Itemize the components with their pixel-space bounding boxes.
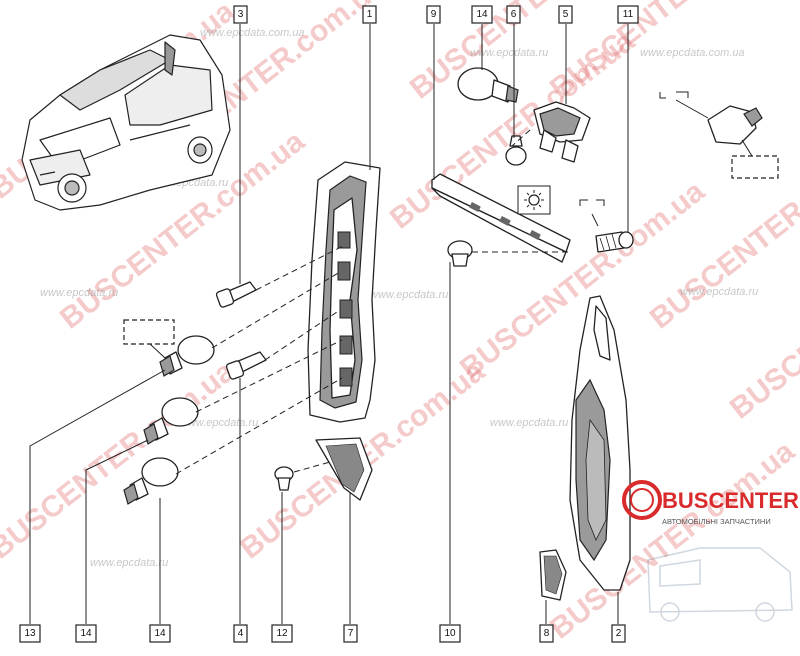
logo-subtitle: АВТОМОБІЛЬНІ ЗАПЧАСТИНИ	[662, 517, 771, 526]
reference-corner-mark	[579, 199, 605, 206]
clip-12[interactable]	[274, 466, 294, 491]
screw-11[interactable]	[595, 231, 634, 253]
callout-8[interactable]: 8	[539, 624, 554, 643]
bulb-14-top[interactable]	[457, 67, 519, 103]
watermark-epcdata-ua: www.epcdata.com.ua	[200, 27, 305, 39]
vehicle-illustration	[21, 34, 231, 211]
watermark-epcdata: www.epcdata.ru	[470, 47, 548, 59]
svg-text:9: 9	[431, 9, 437, 20]
assembly-dashed-lines-left	[175, 244, 346, 475]
svg-text:12: 12	[276, 628, 288, 639]
watermark-epcdata-ua: www.epcdata.com.ua	[640, 47, 745, 59]
rear-lamp-housing-right[interactable]	[569, 295, 631, 591]
reference-leader	[675, 99, 709, 119]
screw-bolt-4[interactable]	[225, 351, 267, 380]
assembly-dashed-line	[511, 129, 531, 147]
watermark-epcdata: www.epcdata.ru	[40, 287, 118, 299]
reference-leader	[741, 139, 753, 157]
rear-lamp-housing[interactable]	[307, 161, 381, 423]
callout-14-top[interactable]: 14	[471, 5, 493, 24]
callout-leaders	[29, 24, 629, 624]
reflector-cover-8[interactable]	[539, 549, 567, 601]
svg-text:6: 6	[511, 9, 517, 20]
watermark-epcdata: www.epcdata.ru	[490, 417, 568, 429]
callout-13[interactable]: 13	[19, 624, 41, 643]
bulb-right[interactable]	[707, 105, 763, 145]
reference-dashed-box	[731, 155, 779, 179]
callout-3[interactable]: 3	[233, 5, 248, 24]
callout-11[interactable]: 11	[617, 5, 639, 24]
bulb-14-upper[interactable]	[143, 397, 199, 445]
svg-text:7: 7	[348, 628, 354, 639]
callout-14-a[interactable]: 14	[75, 624, 97, 643]
reference-dashed-box	[123, 319, 175, 345]
watermark-epcdata: www.epcdata.ru	[680, 286, 758, 298]
callout-2[interactable]: 2	[611, 624, 626, 643]
callout-14-b[interactable]: 14	[149, 624, 171, 643]
callout-1[interactable]: 1	[362, 5, 377, 24]
svg-text:5: 5	[563, 9, 569, 20]
third-brake-light[interactable]	[431, 173, 571, 263]
buscenter-logo: BUSCENTER АВТОМОБІЛЬНІ ЗАПЧАСТИНИ	[622, 480, 799, 622]
svg-text:2: 2	[616, 628, 622, 639]
svg-text:8: 8	[544, 628, 550, 639]
svg-text:11: 11	[623, 9, 634, 20]
reference-corner-mark	[659, 91, 689, 99]
svg-text:4: 4	[238, 628, 244, 639]
callout-9[interactable]: 9	[426, 5, 441, 24]
callout-5[interactable]: 5	[558, 5, 573, 24]
callout-10[interactable]: 10	[439, 624, 461, 643]
watermark-epcdata: www.epcdata.ru	[370, 289, 448, 301]
reference-leader	[149, 343, 166, 359]
callout-6[interactable]: 6	[506, 5, 521, 24]
svg-text:14: 14	[476, 9, 488, 20]
callout-12[interactable]: 12	[271, 624, 293, 643]
watermark-epcdata: www.epcdata.ru	[180, 417, 258, 429]
screw-bolt-3[interactable]	[215, 281, 257, 308]
logo-name: BUSCENTER	[662, 488, 799, 513]
svg-text:10: 10	[444, 628, 456, 639]
light-symbol-icon	[517, 185, 551, 215]
callout-4[interactable]: 4	[233, 624, 248, 643]
bulb-socket-6[interactable]	[505, 135, 527, 166]
lamp-unit-5[interactable]	[533, 101, 591, 163]
svg-text:14: 14	[154, 628, 166, 639]
callout-7[interactable]: 7	[343, 624, 358, 643]
svg-text:1: 1	[367, 9, 373, 20]
svg-text:14: 14	[80, 628, 92, 639]
bulb-14-lower[interactable]	[123, 457, 179, 505]
svg-text:3: 3	[238, 9, 244, 20]
watermark-epcdata: www.epcdata.ru	[90, 557, 168, 569]
clip-10[interactable]	[447, 240, 473, 267]
watermark-buscenter: BUSCENTER.com.ua	[0, 355, 241, 566]
svg-text:13: 13	[24, 628, 36, 639]
reflector-cover-7[interactable]	[315, 437, 373, 501]
reference-leader	[591, 213, 599, 227]
